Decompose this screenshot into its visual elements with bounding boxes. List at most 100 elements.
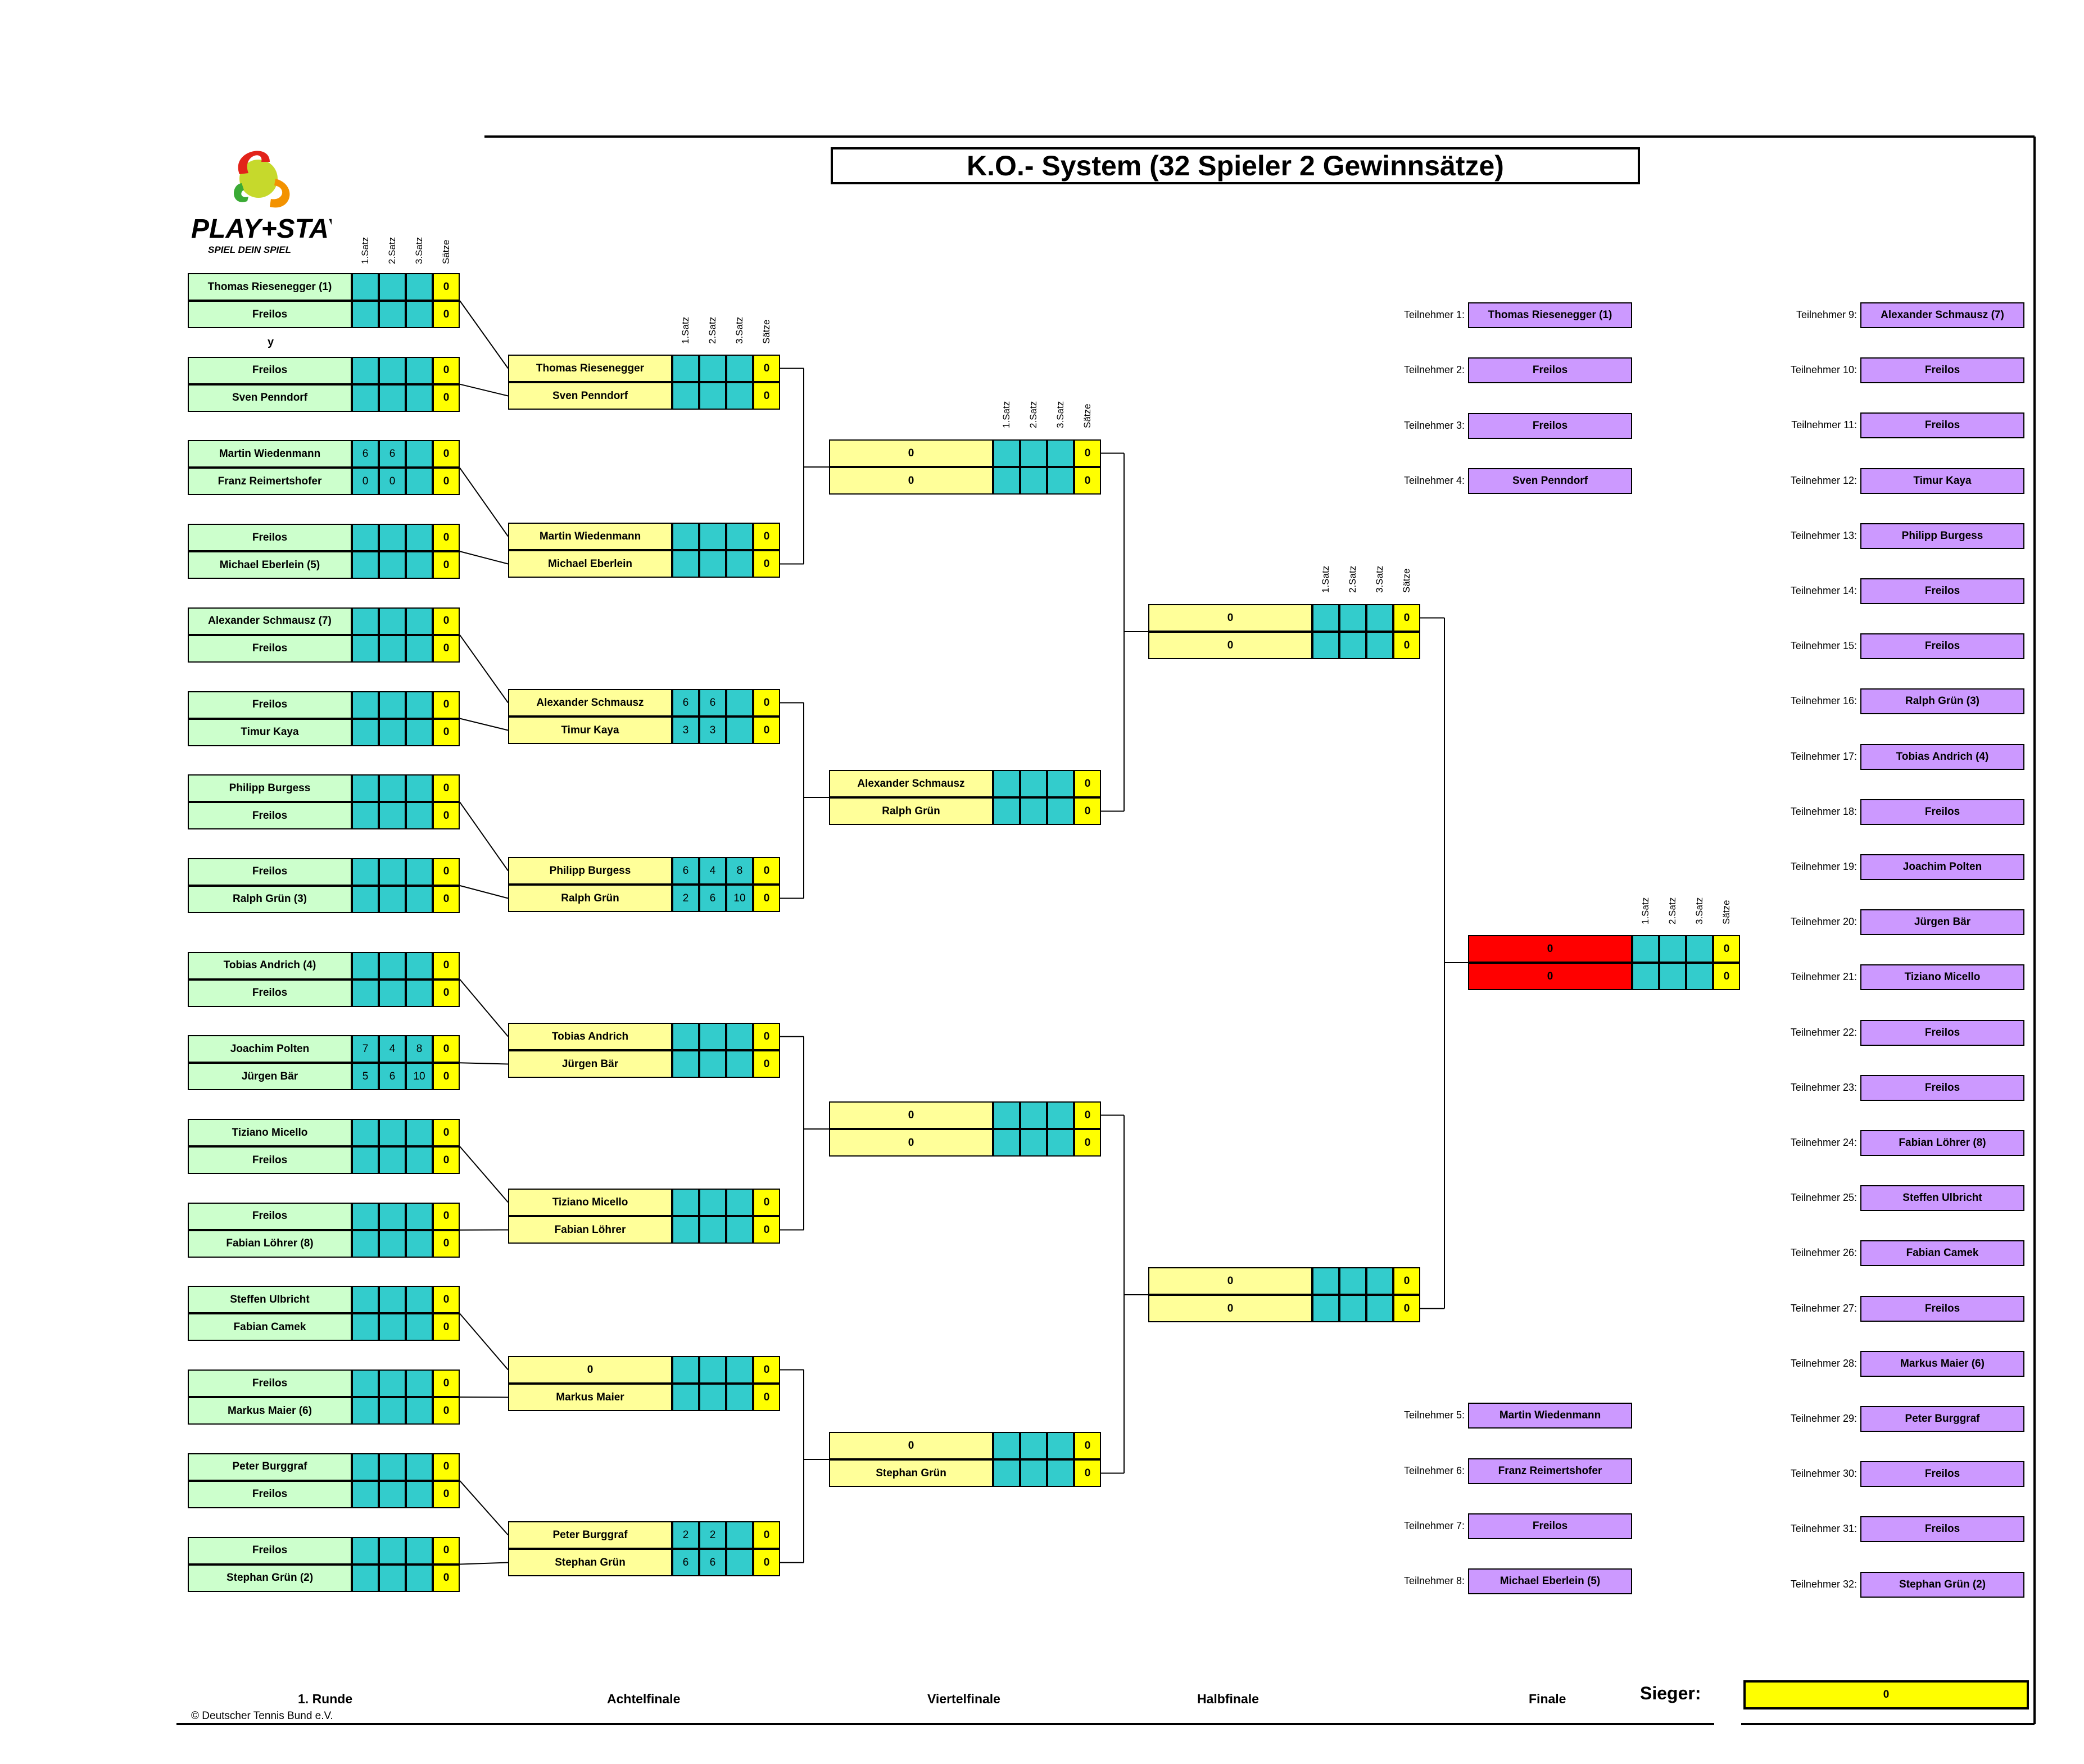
participant-name[interactable]: Freilos — [1860, 357, 2024, 384]
participant-name[interactable]: Timur Kaya — [1860, 468, 2024, 494]
set-score-3[interactable]: 10 — [726, 885, 753, 912]
set-score-2[interactable]: 2 — [699, 1521, 726, 1549]
set-score-2[interactable]: 6 — [379, 1063, 406, 1091]
participant-name[interactable]: Ralph Grün (3) — [1860, 688, 2024, 715]
set-score-1[interactable] — [352, 1453, 379, 1481]
set-score-2[interactable] — [379, 1313, 406, 1341]
set-score-1[interactable] — [352, 691, 379, 719]
set-score-3[interactable] — [1366, 604, 1393, 632]
set-score-2[interactable] — [379, 301, 406, 328]
set-score-2[interactable] — [379, 524, 406, 552]
set-score-2[interactable] — [379, 1370, 406, 1398]
set-score-2[interactable] — [1020, 467, 1047, 495]
set-score-1[interactable] — [993, 770, 1020, 797]
set-score-2[interactable] — [1339, 632, 1366, 659]
participant-name[interactable]: Steffen Ulbricht — [1860, 1185, 2024, 1212]
participant-name[interactable]: Freilos — [1468, 357, 1632, 383]
sets-won[interactable]: 0 — [433, 691, 460, 719]
player-name[interactable]: Joachim Polten — [188, 1035, 352, 1063]
participant-name[interactable]: Freilos — [1860, 578, 2024, 604]
participant-name[interactable]: Freilos — [1860, 1516, 2024, 1543]
set-score-3[interactable] — [1047, 439, 1074, 467]
player-name[interactable]: Martin Wiedenmann — [188, 440, 352, 468]
set-score-2[interactable] — [379, 979, 406, 1007]
sets-won[interactable]: 0 — [753, 382, 780, 410]
set-score-1[interactable] — [352, 356, 379, 384]
participant-name[interactable]: Philipp Burgess — [1860, 523, 2024, 549]
set-score-3[interactable] — [406, 1370, 433, 1398]
set-score-2[interactable] — [699, 355, 726, 382]
set-score-1[interactable] — [352, 1480, 379, 1508]
set-score-2[interactable] — [1020, 1101, 1047, 1129]
set-score-3[interactable] — [726, 689, 753, 717]
set-score-3[interactable] — [406, 1564, 433, 1592]
sets-won[interactable]: 0 — [433, 356, 460, 384]
sets-won[interactable]: 0 — [433, 774, 460, 802]
set-score-1[interactable] — [352, 1146, 379, 1174]
set-score-1[interactable] — [993, 467, 1020, 495]
set-score-3[interactable] — [406, 1146, 433, 1174]
set-score-1[interactable] — [352, 384, 379, 412]
set-score-1[interactable] — [352, 1286, 379, 1314]
set-score-2[interactable] — [379, 1119, 406, 1146]
player-name[interactable]: Freilos — [188, 802, 352, 830]
set-score-2[interactable] — [379, 356, 406, 384]
participant-name[interactable]: Markus Maier (6) — [1860, 1350, 2024, 1377]
set-score-3[interactable] — [726, 550, 753, 578]
set-score-3[interactable] — [726, 1189, 753, 1216]
set-score-3[interactable]: 10 — [406, 1063, 433, 1091]
set-score-1[interactable]: 2 — [672, 885, 699, 912]
set-score-2[interactable] — [1020, 1432, 1047, 1459]
sets-won[interactable]: 0 — [1074, 1129, 1101, 1157]
set-score-1[interactable] — [672, 1356, 699, 1384]
player-name[interactable]: Freilos — [188, 1536, 352, 1565]
player-name[interactable]: Freilos — [188, 1202, 352, 1230]
set-score-2[interactable] — [1659, 935, 1686, 963]
set-score-3[interactable] — [1047, 1432, 1074, 1459]
player-name[interactable]: Thomas Riesenegger — [508, 355, 672, 382]
set-score-3[interactable] — [726, 1216, 753, 1244]
player-name[interactable]: Freilos — [188, 634, 352, 663]
player-name[interactable]: 0 — [829, 467, 993, 495]
player-name[interactable]: Freilos — [188, 1370, 352, 1398]
sets-won[interactable]: 0 — [753, 1023, 780, 1050]
set-score-1[interactable] — [352, 1370, 379, 1398]
participant-name[interactable]: Freilos — [1860, 1295, 2024, 1322]
set-score-1[interactable] — [672, 355, 699, 382]
sets-won[interactable]: 0 — [753, 689, 780, 717]
sets-won[interactable]: 0 — [433, 885, 460, 913]
sets-won[interactable]: 0 — [1393, 1295, 1420, 1322]
sets-won[interactable]: 0 — [753, 1050, 780, 1078]
set-score-1[interactable] — [993, 797, 1020, 825]
set-score-1[interactable] — [1632, 963, 1659, 990]
set-score-1[interactable] — [672, 1216, 699, 1244]
set-score-2[interactable] — [379, 774, 406, 802]
sets-won[interactable]: 0 — [753, 523, 780, 550]
set-score-3[interactable] — [1047, 467, 1074, 495]
participant-name[interactable]: Sven Penndorf — [1468, 468, 1632, 494]
sets-won[interactable]: 0 — [753, 717, 780, 744]
player-name[interactable]: Ralph Grün — [508, 885, 672, 912]
sets-won[interactable]: 0 — [753, 857, 780, 885]
sets-won[interactable]: 0 — [1074, 1101, 1101, 1129]
set-score-3[interactable] — [406, 774, 433, 802]
player-name[interactable]: Steffen Ulbricht — [188, 1286, 352, 1314]
set-score-3[interactable] — [406, 885, 433, 913]
sets-won[interactable]: 0 — [433, 951, 460, 980]
sets-won[interactable]: 0 — [433, 1564, 460, 1592]
set-score-2[interactable] — [379, 634, 406, 663]
set-score-1[interactable] — [352, 979, 379, 1007]
sets-won[interactable]: 0 — [753, 355, 780, 382]
set-score-2[interactable]: 4 — [699, 857, 726, 885]
set-score-3[interactable] — [726, 523, 753, 550]
set-score-3[interactable] — [406, 718, 433, 746]
sets-won[interactable]: 0 — [433, 858, 460, 886]
set-score-1[interactable] — [352, 1536, 379, 1565]
set-score-1[interactable] — [352, 273, 379, 301]
set-score-1[interactable] — [352, 1230, 379, 1258]
player-name[interactable]: Freilos — [188, 858, 352, 886]
set-score-3[interactable]: 8 — [406, 1035, 433, 1063]
player-name[interactable]: Ralph Grün (3) — [188, 885, 352, 913]
player-name[interactable]: Tobias Andrich (4) — [188, 951, 352, 980]
sets-won[interactable]: 0 — [753, 1189, 780, 1216]
